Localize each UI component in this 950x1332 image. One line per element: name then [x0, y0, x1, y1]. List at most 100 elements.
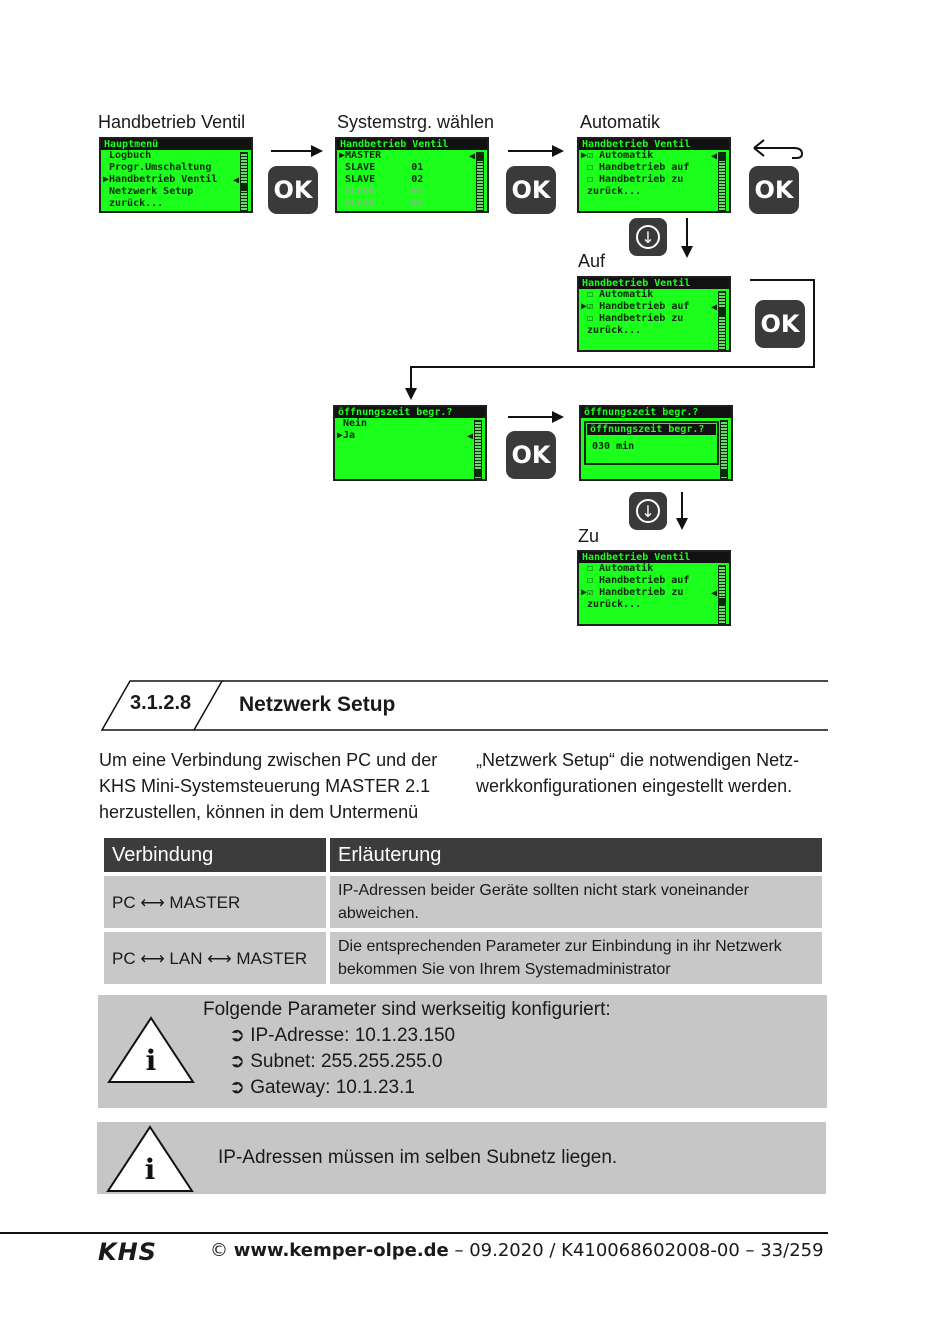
lcd-row-text: MASTER — [345, 150, 382, 161]
table-cell: PC ⟷ MASTER — [104, 876, 326, 928]
lcd-title: Handbetrieb Ventil — [337, 139, 487, 150]
lcd-row: SLAVE 02 — [345, 174, 424, 185]
caret-icon: ◀ — [468, 151, 475, 162]
lcd-screen-oeffnungszeit: öffnungszeit begr.? Nein ▶Ja ◀ — [333, 405, 487, 481]
scrollbar — [720, 420, 728, 479]
lcd-row: zurück... — [587, 325, 642, 336]
caret-icon: ◀ — [232, 175, 239, 186]
dialog-title: öffnungszeit begr.? — [587, 424, 716, 435]
connection-table: Verbindung Erläuterung PC ⟷ MASTER IP-Ad… — [100, 834, 826, 988]
text-line: Um eine Verbindung zwischen PC und der — [99, 750, 438, 770]
down-arrow-icon: ↓ — [636, 499, 660, 523]
svg-text:i: i — [145, 1153, 156, 1186]
lcd-title: öffnungszeit begr.? — [581, 407, 731, 418]
info-item: ➲ IP-Adresse: 10.1.23.150 — [229, 1025, 456, 1046]
caret-icon: ◀ — [710, 151, 717, 162]
ok-button[interactable]: OK — [749, 166, 799, 214]
text-line: herzustellen, können in dem Untermenü — [99, 802, 419, 822]
right-arrow-icon — [508, 145, 564, 157]
text-line: KHS Mini-Systemsteuerung MASTER 2.1 — [99, 776, 431, 796]
info-box-defaults — [98, 995, 827, 1108]
ok-button[interactable]: OK — [506, 166, 556, 214]
lcd-row-selected: ▶☑ Handbetrieb zu — [581, 587, 684, 598]
intro-col-1: Um eine Verbindung zwischen PC und der K… — [99, 747, 469, 825]
caret-icon: ◀ — [466, 431, 473, 442]
ok-button[interactable]: OK — [506, 431, 556, 479]
lcd-title: öffnungszeit begr.? — [335, 407, 485, 418]
info-subnet-text: IP-Adressen müssen im selben Subnetz lie… — [218, 1147, 618, 1168]
lcd-screen-automatik: Handbetrieb Ventil ▶☑ Automatik ☐ Handbe… — [577, 137, 731, 213]
info-warning-icon: i — [106, 1125, 194, 1192]
lcd-row: SLAVE 04 — [345, 198, 424, 209]
info-heading: Folgende Parameter sind werkseitig konfi… — [203, 999, 611, 1020]
table-cell: PC ⟷ LAN ⟷ MASTER — [104, 932, 326, 984]
svg-text:i: i — [146, 1044, 157, 1077]
scrollbar — [476, 152, 484, 211]
lcd-row-text: Ja — [343, 430, 356, 441]
lcd-screen-systemstrg: Handbetrieb Ventil ▶MASTER SLAVE 01 SLAV… — [335, 137, 489, 213]
label-handbetrieb: Handbetrieb Ventil — [98, 112, 246, 132]
lcd-row: Netzwerk Setup — [109, 186, 194, 197]
lcd-row-text: ☑ Handbetrieb zu — [587, 587, 684, 598]
right-arrow-icon — [271, 145, 323, 157]
footer-link[interactable]: www.kemper-olpe.de — [233, 1240, 449, 1261]
lcd-row-selected: ▶☑ Automatik — [581, 150, 654, 161]
lcd-screen-zu: Handbetrieb Ventil ☐ Automatik ☐ Handbet… — [577, 550, 731, 626]
lcd-row: ☐ Handbetrieb zu — [587, 174, 684, 185]
text-line: „Netzwerk Setup“ die notwendigen Netz- — [476, 750, 800, 770]
lcd-row-text: ☑ Automatik — [587, 150, 654, 161]
khs-logo: KHS — [98, 1238, 157, 1266]
footer-text: © www.kemper-olpe.de – 09.2020 / K410068… — [210, 1240, 824, 1261]
lcd-title: Hauptmenü — [101, 139, 251, 150]
lcd-row: Logbuch — [109, 150, 152, 161]
caret-icon: ◀ — [710, 302, 717, 313]
table-cell: IP-Adressen beider Geräte sollten nicht … — [330, 876, 822, 928]
ok-button[interactable]: OK — [755, 300, 805, 348]
lcd-screen-oeffnungszeit-wert: öffnungszeit begr.? öffnungszeit begr.? … — [579, 405, 733, 481]
lcd-title: Handbetrieb Ventil — [579, 139, 729, 150]
lcd-screen-auf: Handbetrieb Ventil ☐ Automatik ▶☑ Handbe… — [577, 276, 731, 352]
footer-doc-info: – 09.2020 / K410068602008-00 – 33/259 — [448, 1240, 824, 1261]
ok-button[interactable]: OK — [268, 166, 318, 214]
info-item: ➲ Gateway: 10.1.23.1 — [229, 1077, 415, 1098]
info-warning-icon: i — [107, 1016, 195, 1083]
label-auf: Auf — [578, 251, 606, 271]
value-field[interactable]: 030 min — [592, 441, 635, 452]
lcd-row: ☐ Handbetrieb auf — [587, 162, 690, 173]
text-line: werkkonfigurationen eingestellt werden. — [476, 776, 793, 796]
info-item: ➲ Subnet: 255.255.255.0 — [229, 1051, 443, 1072]
lcd-row: ☐ Automatik — [587, 563, 654, 574]
down-button[interactable]: ↓ — [629, 218, 667, 256]
connector-line — [410, 366, 815, 368]
lcd-row: Progr.Umschaltung — [109, 162, 212, 173]
copyright-symbol: © — [210, 1240, 234, 1261]
lcd-screen-hauptmenu: Hauptmenü Logbuch Progr.Umschaltung ▶Han… — [99, 137, 253, 213]
info-box-text: Folgende Parameter sind werkseitig konfi… — [203, 997, 611, 1101]
value-dialog: öffnungszeit begr.? 030 min — [584, 421, 719, 465]
down-arrow-icon: ↓ — [636, 225, 660, 249]
lcd-row: zurück... — [109, 198, 164, 209]
table-header-row: Verbindung Erläuterung — [104, 838, 822, 872]
section-title: Netzwerk Setup — [239, 693, 396, 716]
down-button[interactable]: ↓ — [629, 492, 667, 530]
intro-col-2: „Netzwerk Setup“ die notwendigen Netz- w… — [476, 747, 836, 799]
lcd-row-text: ☑ Handbetrieb auf — [587, 301, 690, 312]
lcd-title: Handbetrieb Ventil — [579, 278, 729, 289]
lcd-row-selected: ▶MASTER — [339, 150, 382, 161]
lcd-row: ☐ Handbetrieb zu — [587, 313, 684, 324]
table-header-verbindung: Verbindung — [104, 838, 326, 872]
lcd-row: ☐ Handbetrieb auf — [587, 575, 690, 586]
table-row: PC ⟷ MASTER IP-Adressen beider Geräte so… — [104, 876, 822, 928]
label-automatik: Automatik — [580, 112, 661, 132]
scrollbar — [718, 152, 726, 211]
table-cell: Die entsprechenden Parameter zur Einbind… — [330, 932, 822, 984]
lcd-row: ☐ Automatik — [587, 289, 654, 300]
label-zu: Zu — [578, 526, 600, 546]
back-arrow-icon — [753, 139, 804, 159]
lcd-row: SLAVE 03 — [345, 186, 424, 197]
scrollbar — [718, 565, 726, 624]
section-header-frame — [100, 680, 828, 731]
connector-line — [750, 279, 814, 281]
scrollbar — [474, 420, 482, 479]
label-systemstrg: Systemstrg. wählen — [337, 112, 495, 132]
